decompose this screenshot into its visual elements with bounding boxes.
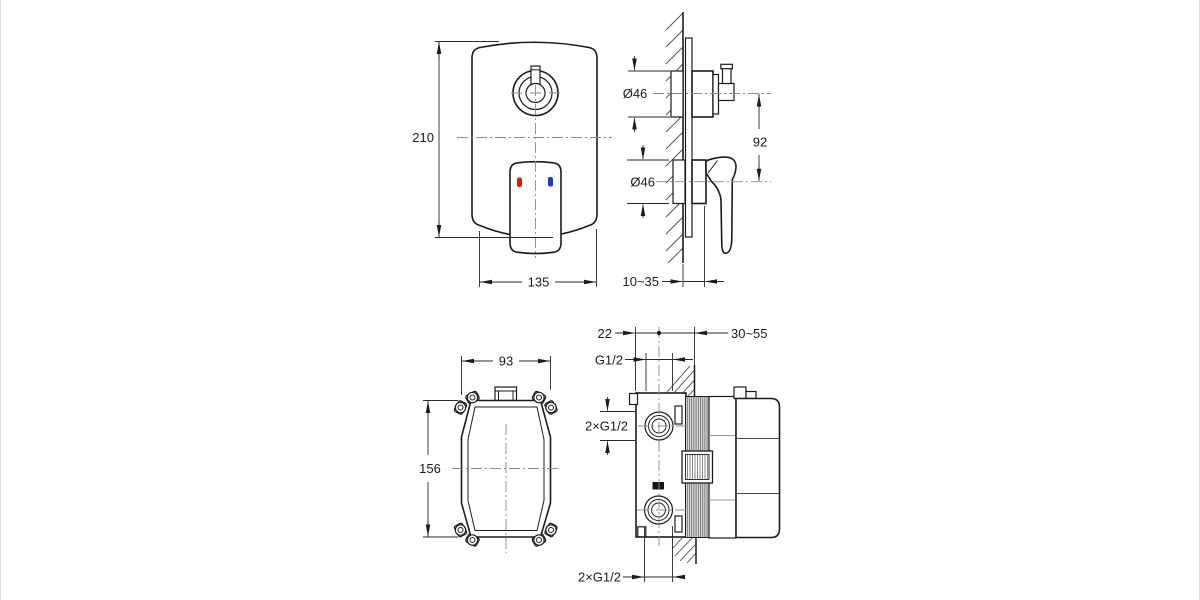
dim-wall-range: 10~35 [622, 274, 659, 289]
dim-box-width: 93 [499, 354, 513, 369]
housing-clip-a [733, 386, 747, 400]
trim-plate [471, 41, 598, 238]
diverter-front-side [712, 73, 720, 115]
housing-clip-b [745, 390, 757, 400]
diverter-stem-side [717, 82, 735, 102]
trim-plate-side [684, 37, 693, 238]
valve-body-top [670, 70, 684, 118]
dim-centers-distance: 92 [753, 135, 767, 150]
handle-crease-line [707, 160, 718, 174]
wall-hatch [665, 12, 684, 264]
box-front-view: 93 156 [419, 354, 560, 553]
box-tab-bottom [637, 526, 647, 538]
dim-depth-range: 30~55 [731, 326, 768, 341]
box-clip-upper [674, 405, 683, 425]
splined-hub [681, 450, 714, 484]
handle-lever-side [705, 156, 737, 255]
box-clip-lower [674, 515, 683, 533]
diverter-base-side [691, 70, 714, 118]
wall-hatch-lower [671, 536, 697, 564]
dim-box-height: 156 [419, 461, 441, 476]
box-inner-shell [467, 406, 545, 531]
trim-side-view: Ø46 Ø46 92 10~35 [622, 12, 771, 289]
dim-handle-diameter: Ø46 [630, 175, 655, 190]
cold-indicator [548, 177, 553, 187]
wall-hatch-upper [666, 365, 695, 397]
mounting-screws [454, 391, 557, 546]
outer-housing [735, 397, 781, 539]
dim-side-ports-thread: 2×G1/2 [585, 419, 628, 434]
dim-top-outlet-thread: G1/2 [595, 353, 623, 368]
dim-knob-diameter: Ø46 [623, 86, 648, 101]
dim-bottom-ports-thread: 2×G1/2 [578, 570, 621, 585]
hot-indicator [517, 177, 522, 187]
box-side-view: 22 30~55 G1/2 2×G1/2 2×G1/2 [578, 326, 781, 585]
dim-front-height: 210 [412, 130, 434, 145]
trim-front-view: 210 135 [412, 41, 612, 290]
dim-front-width: 135 [528, 275, 550, 290]
dim-port-offset: 22 [598, 326, 612, 341]
diverter-pin-cap [720, 63, 733, 70]
box-tab-top-left [628, 392, 639, 406]
label-plate [652, 482, 664, 490]
